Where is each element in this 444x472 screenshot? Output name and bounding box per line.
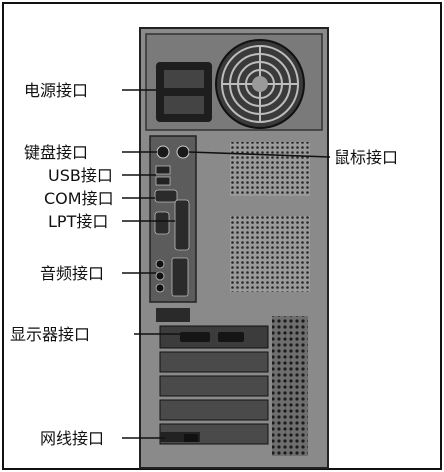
vent-grille-side (272, 316, 308, 456)
label-mouse: 鼠标接口 (334, 148, 398, 167)
usb-port (155, 165, 171, 175)
vent-grille-middle (230, 216, 310, 292)
label-network: 网线接口 (40, 429, 104, 448)
label-lpt: LPT接口 (48, 212, 108, 231)
leader-lines (122, 89, 331, 439)
display-port-card (159, 325, 269, 349)
expansion-slots (159, 325, 269, 445)
keyboard-port (156, 145, 170, 159)
label-display: 显示器接口 (10, 325, 90, 344)
label-power: 电源接口 (24, 81, 88, 100)
network-port (160, 432, 200, 442)
vent-grille-upper (230, 142, 310, 196)
psu-fan (215, 39, 305, 129)
label-usb: USB接口 (48, 166, 113, 185)
audio-port (155, 259, 165, 269)
computer-case (139, 27, 329, 469)
lpt-port (174, 199, 190, 251)
label-com: COM接口 (44, 189, 114, 208)
label-keyboard: 键盘接口 (24, 143, 88, 162)
com-port (154, 189, 178, 203)
label-audio: 音频接口 (40, 264, 104, 283)
mouse-port (176, 145, 190, 159)
